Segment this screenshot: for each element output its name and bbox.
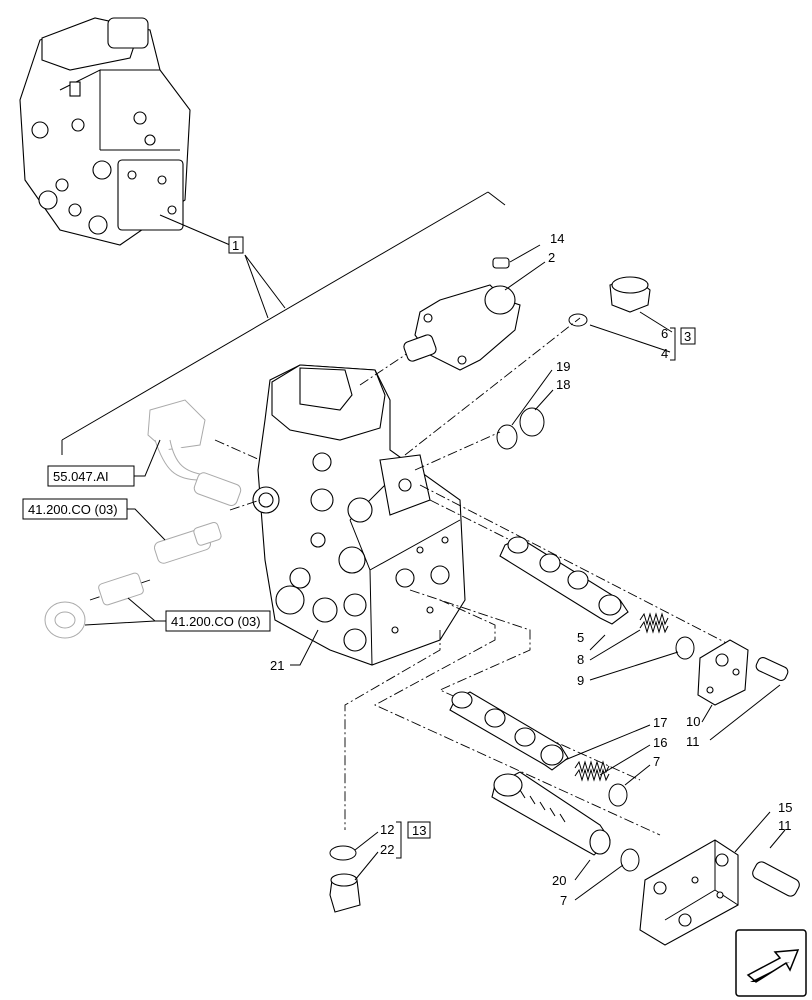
callout-1: 1 [232, 238, 239, 253]
oring-part-7-a [608, 783, 628, 807]
callout-17: 17 [653, 715, 667, 730]
ref-41-200-co-03-a[interactable]: 41.200.CO (03) [22, 498, 128, 520]
valve-body [252, 364, 466, 666]
callout-11-b: 11 [778, 818, 792, 833]
screw-part-11-a [755, 656, 789, 682]
callout-3: 3 [684, 329, 691, 344]
callout-19: 19 [556, 359, 570, 374]
callout-13-box [407, 821, 431, 839]
callout-3-bracket [670, 327, 676, 361]
ref-41-200-co-03-b[interactable]: 41.200.CO (03) [165, 610, 271, 632]
oring-part-4 [568, 313, 588, 327]
callout-4-leader [589, 324, 671, 353]
callout-9-leader [589, 651, 679, 681]
callout-13: 13 [412, 823, 426, 838]
callout-9: 9 [577, 673, 584, 688]
callout-18: 18 [556, 377, 570, 392]
callout-7-a: 7 [653, 754, 660, 769]
cover-part-15 [639, 839, 739, 946]
spring-part-8 [639, 612, 669, 634]
callout-13-bracket [396, 821, 402, 859]
ref-55-047-ai-label: 55.047.AI [53, 469, 109, 484]
callout-7-a-leader [624, 764, 651, 786]
callout-21-leader [290, 629, 319, 666]
ref-41-200-co-03-b-leader-1 [84, 620, 166, 626]
callout-5: 5 [577, 630, 584, 645]
callout-20-leader [574, 859, 591, 881]
spool-part-17 [449, 691, 569, 771]
spring-part-16 [574, 760, 610, 782]
callout-8: 8 [577, 652, 584, 667]
callout-18-leader [534, 389, 554, 411]
ref-55-047-ai[interactable]: 55.047.AI [47, 465, 135, 487]
callout-5-leader [589, 634, 606, 651]
callout-20: 20 [552, 873, 566, 888]
oring-part-18 [519, 407, 545, 437]
callout-22-leader [354, 851, 379, 881]
callout-12-leader [354, 831, 379, 851]
plug-part-6 [609, 276, 651, 313]
callout-22: 22 [380, 842, 394, 857]
callout-21: 21 [270, 658, 284, 673]
callout-2: 2 [548, 250, 555, 265]
callout-11-b-leader [769, 829, 786, 849]
spool-part-20 [491, 771, 611, 856]
callout-1-box [228, 236, 244, 254]
ref-41-200-co-03-b-label: 41.200.CO (03) [171, 614, 261, 629]
callout-19-leader [511, 369, 553, 426]
ref-41-200-co-03-b-leader-2 [127, 597, 156, 622]
callout-7-b: 7 [560, 893, 567, 908]
callout-15: 15 [778, 800, 792, 815]
callout-7-b-leader [574, 864, 624, 901]
arrow-icon[interactable] [735, 929, 807, 997]
callout-6: 6 [661, 326, 668, 341]
callout-14: 14 [550, 231, 564, 246]
callout-3-box [680, 327, 696, 345]
oring-part-12 [329, 845, 357, 861]
callout-10-leader [701, 704, 713, 723]
ghost-connectors [44, 399, 242, 639]
ref-41-200-co-03-a-label: 41.200.CO (03) [28, 502, 118, 517]
callout-14-leader [509, 244, 541, 263]
assembly-overview [19, 17, 191, 246]
callout-17-leader [564, 724, 651, 761]
ref-55-047-ai-leader [134, 439, 161, 477]
callout-15-leader [734, 811, 771, 853]
callout-6-leader [639, 311, 673, 333]
cover-part-10 [697, 639, 749, 706]
callout-4: 4 [661, 346, 668, 361]
oring-part-19 [496, 424, 518, 450]
oring-part-7-b [620, 848, 640, 872]
callout-11-a: 11 [686, 734, 700, 749]
callout-2-leader [504, 261, 546, 291]
oring-part-9 [675, 636, 695, 660]
callout-16-leader [599, 744, 651, 776]
plug-part-22 [329, 873, 361, 913]
callout-1-leaders [61, 191, 506, 455]
callout-16: 16 [653, 735, 667, 750]
callout-11-a-leader [709, 684, 781, 741]
screw-part-11-b [752, 861, 800, 897]
callout-8-leader [589, 629, 641, 661]
callout-10: 10 [686, 714, 700, 729]
solenoid-part [403, 284, 521, 371]
callout-12: 12 [380, 822, 394, 837]
ref-41-200-co-03-a-leader [127, 508, 166, 541]
spool-part-5 [499, 536, 629, 625]
screw-part-14 [492, 257, 510, 269]
